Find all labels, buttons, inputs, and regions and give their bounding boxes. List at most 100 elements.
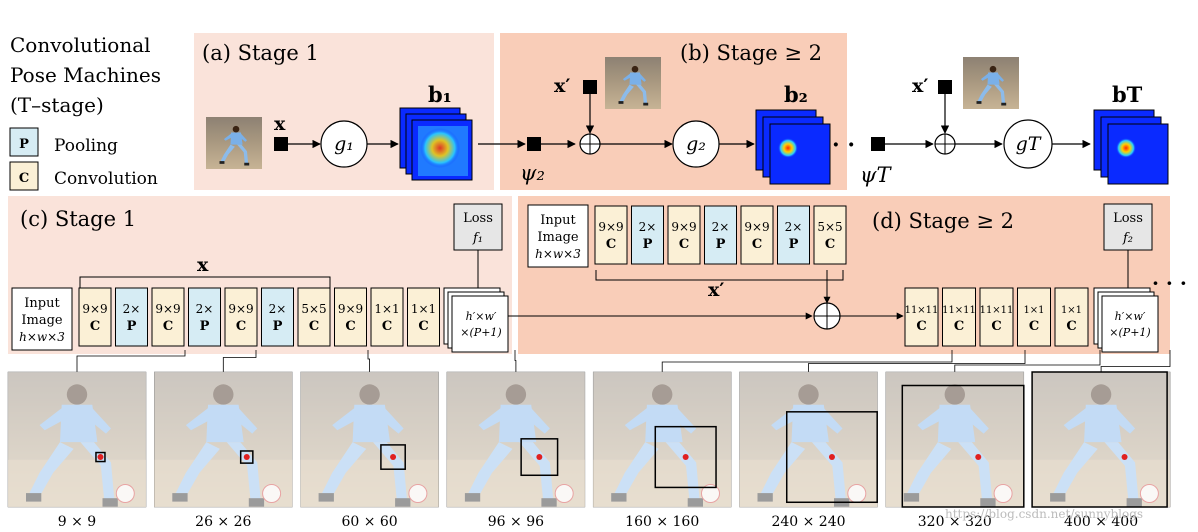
panel-d-stage-layer-2-type: C [954, 319, 964, 334]
panel-c-layer-8-size: 9×9 [338, 302, 363, 316]
panel-c-layer-3: 9×9C [151, 287, 185, 347]
panel-a-x-label: x [274, 113, 286, 135]
panel-c-layer-2-type: P [127, 319, 137, 334]
panel-d-stage-layer-5: 1×1C [1054, 287, 1089, 347]
receptive-field-8: 400 × 400 [1031, 371, 1171, 530]
panel-c-layer-4: 2× P [188, 287, 221, 347]
receptive-field-box-2 [239, 450, 254, 464]
panel-d-feature-layer-5: 9×9C [740, 205, 774, 265]
panel-d-loss-line-1: Loss [1113, 211, 1143, 226]
panel-c-layer-stack: 9×9C2×P9×9C2×P9×9C2×P5×5C9×9C1×1C1×1C [78, 287, 440, 347]
panel-d-xprime-label: x′ [708, 279, 724, 301]
panel-c-layer-6-type: P [273, 319, 283, 334]
receptive-field-label-3: 60 × 60 [341, 514, 397, 530]
panel-d-sum-node [813, 302, 841, 330]
panel-c-layer-7-type: C [309, 319, 319, 334]
panel-d-title: (d) Stage ≥ 2 [872, 209, 1014, 233]
receptive-field-label-2: 26 × 26 [195, 514, 251, 530]
panel-c-layer-4-type: P [200, 319, 210, 334]
receptive-field-6: 240 × 240 [739, 371, 878, 530]
panel-d-feature-layer-2: 2×P [631, 205, 664, 265]
panel-b-sum-node [579, 133, 601, 155]
legend-conv-letter: C [19, 171, 29, 186]
stage-t-psi-node [871, 137, 885, 151]
receptive-field-box-8 [1031, 371, 1168, 508]
panel-d-feature-layer-4-size: 2× [712, 220, 730, 234]
panel-d-dots: · · · [1152, 271, 1187, 295]
panel-b-xprime-node [583, 80, 597, 94]
panel-a-b1-belief-maps [399, 107, 473, 181]
panel-b-dots: · · [832, 132, 855, 158]
panel-c-x-label: x [197, 254, 209, 276]
panel-d-feature-stack: 9×9C2×P9×9C2×P9×9C2×P5×5C [594, 205, 847, 265]
panel-c-layer-3-size: 9×9 [155, 302, 180, 316]
panel-d-input-line-1: Input [540, 213, 576, 228]
stage-t-bt-belief-maps [1093, 109, 1169, 185]
panel-b-input-photo [605, 57, 661, 109]
receptive-field-label-8: 400 × 400 [1064, 514, 1138, 530]
panel-c-input-box: Input Image h×w×3 [11, 287, 73, 351]
panel-b-g2-label: g₂ [686, 133, 706, 155]
panel-d-stage-layer-4: 1×1C [1017, 287, 1051, 347]
panel-d-feature-layer-6: 2× P [777, 205, 810, 265]
panel-d-stage-layer-3-size: 11×11 [980, 305, 1014, 316]
stage-t-xprime-node [938, 80, 952, 94]
receptive-field-label-5: 160 × 160 [625, 514, 699, 530]
panel-d-stage-layer-1-size: 11×11 [905, 305, 939, 316]
panel-b-b2-label: b₂ [784, 82, 808, 107]
panel-c-layer-1: 9×9C [78, 287, 112, 347]
panel-d-stage-layer-2-size: 11×11 [942, 305, 976, 316]
receptive-field-row: 9 × 9 26 × 26 60 × 60 96 × 96 160 × 160 240 ×… [7, 371, 1171, 530]
stage-t-bt-label: bT [1112, 82, 1143, 107]
panel-c-input-line-1: Input [24, 296, 60, 311]
panel-b-xprime-label: x′ [554, 75, 570, 97]
panel-d-loss-box: Loss f₂ [1103, 203, 1153, 251]
panel-c-layer-1-size: 9×9 [82, 302, 107, 316]
panel-c-layer-4-size: 2× [196, 302, 214, 316]
panel-b-psi-label: ψ₂ [520, 161, 545, 185]
stage-t-gt-label: gT [1016, 133, 1042, 155]
receptive-field-box-4 [520, 438, 559, 477]
receptive-field-box-6 [785, 411, 878, 504]
panel-c-output-line-2: ×(P+1) [460, 326, 501, 339]
panel-d-feature-layer-5-type: C [752, 237, 762, 252]
panel-d-feature-layer-7-size: 5×5 [817, 220, 842, 234]
panel-d-feature-layer-7: 5×5C [813, 205, 847, 265]
receptive-field-label-7: 320 × 320 [918, 514, 992, 530]
panel-c-loss-line-2: f₁ [472, 231, 483, 246]
panel-c-layer-10-size: 1×1 [411, 302, 436, 316]
panel-d-feature-layer-5-size: 9×9 [744, 220, 769, 234]
panel-d-feature-layer-4: 2×P [704, 205, 737, 265]
legend-pool-letter: P [19, 137, 29, 152]
panel-d-feature-layer-3: 9×9C [667, 205, 701, 265]
panel-d-output-line-2: ×(P+1) [1109, 326, 1150, 339]
panel-c-layer-3-type: C [163, 319, 173, 334]
panel-d-input-line-3: h×w×3 [535, 247, 581, 261]
legend-title-line-3: (T–stage) [10, 93, 104, 117]
panel-c-title: (c) Stage 1 [20, 207, 136, 231]
panel-b-title: (b) Stage ≥ 2 [680, 41, 822, 65]
panel-d-stage-layer-1: 11×11C [904, 287, 939, 347]
panel-d-feature-layer-3-type: C [679, 237, 689, 252]
panel-c-layer-8: 9×9C [334, 287, 367, 347]
legend: Convolutional Pose Machines (T–stage) P … [9, 33, 161, 191]
panel-c-layer-9-size: 1×1 [374, 302, 399, 316]
panel-a-b1-label: b₁ [428, 82, 452, 107]
panel-a-x-node [274, 137, 288, 151]
panel-d-stage-layer-5-type: C [1066, 319, 1076, 334]
panel-c-layer-2: 2×P [115, 287, 148, 347]
receptive-field-label-4: 96 × 96 [488, 514, 544, 530]
panel-d-stage-layer-3: 11×11C [979, 287, 1014, 347]
receptive-field-label-6: 240 × 240 [771, 514, 845, 530]
receptive-field-label-1: 9 × 9 [58, 514, 96, 530]
stage-t-psi-label: ψT [860, 163, 892, 187]
panel-d-feature-layer-6-size: 2× [785, 220, 803, 234]
panel-d-feature-layer-1-type: C [606, 237, 616, 252]
panel-c-layer-5-size: 9×9 [228, 302, 253, 316]
panel-c-layer-7-size: 5×5 [301, 302, 326, 316]
panel-c-layer-1-type: C [90, 319, 100, 334]
panel-c-output-line-1: h′×w′ [466, 310, 497, 323]
panel-d-feature-layer-6-type: P [789, 237, 799, 252]
panel-c-loss-line-1: Loss [463, 211, 493, 226]
